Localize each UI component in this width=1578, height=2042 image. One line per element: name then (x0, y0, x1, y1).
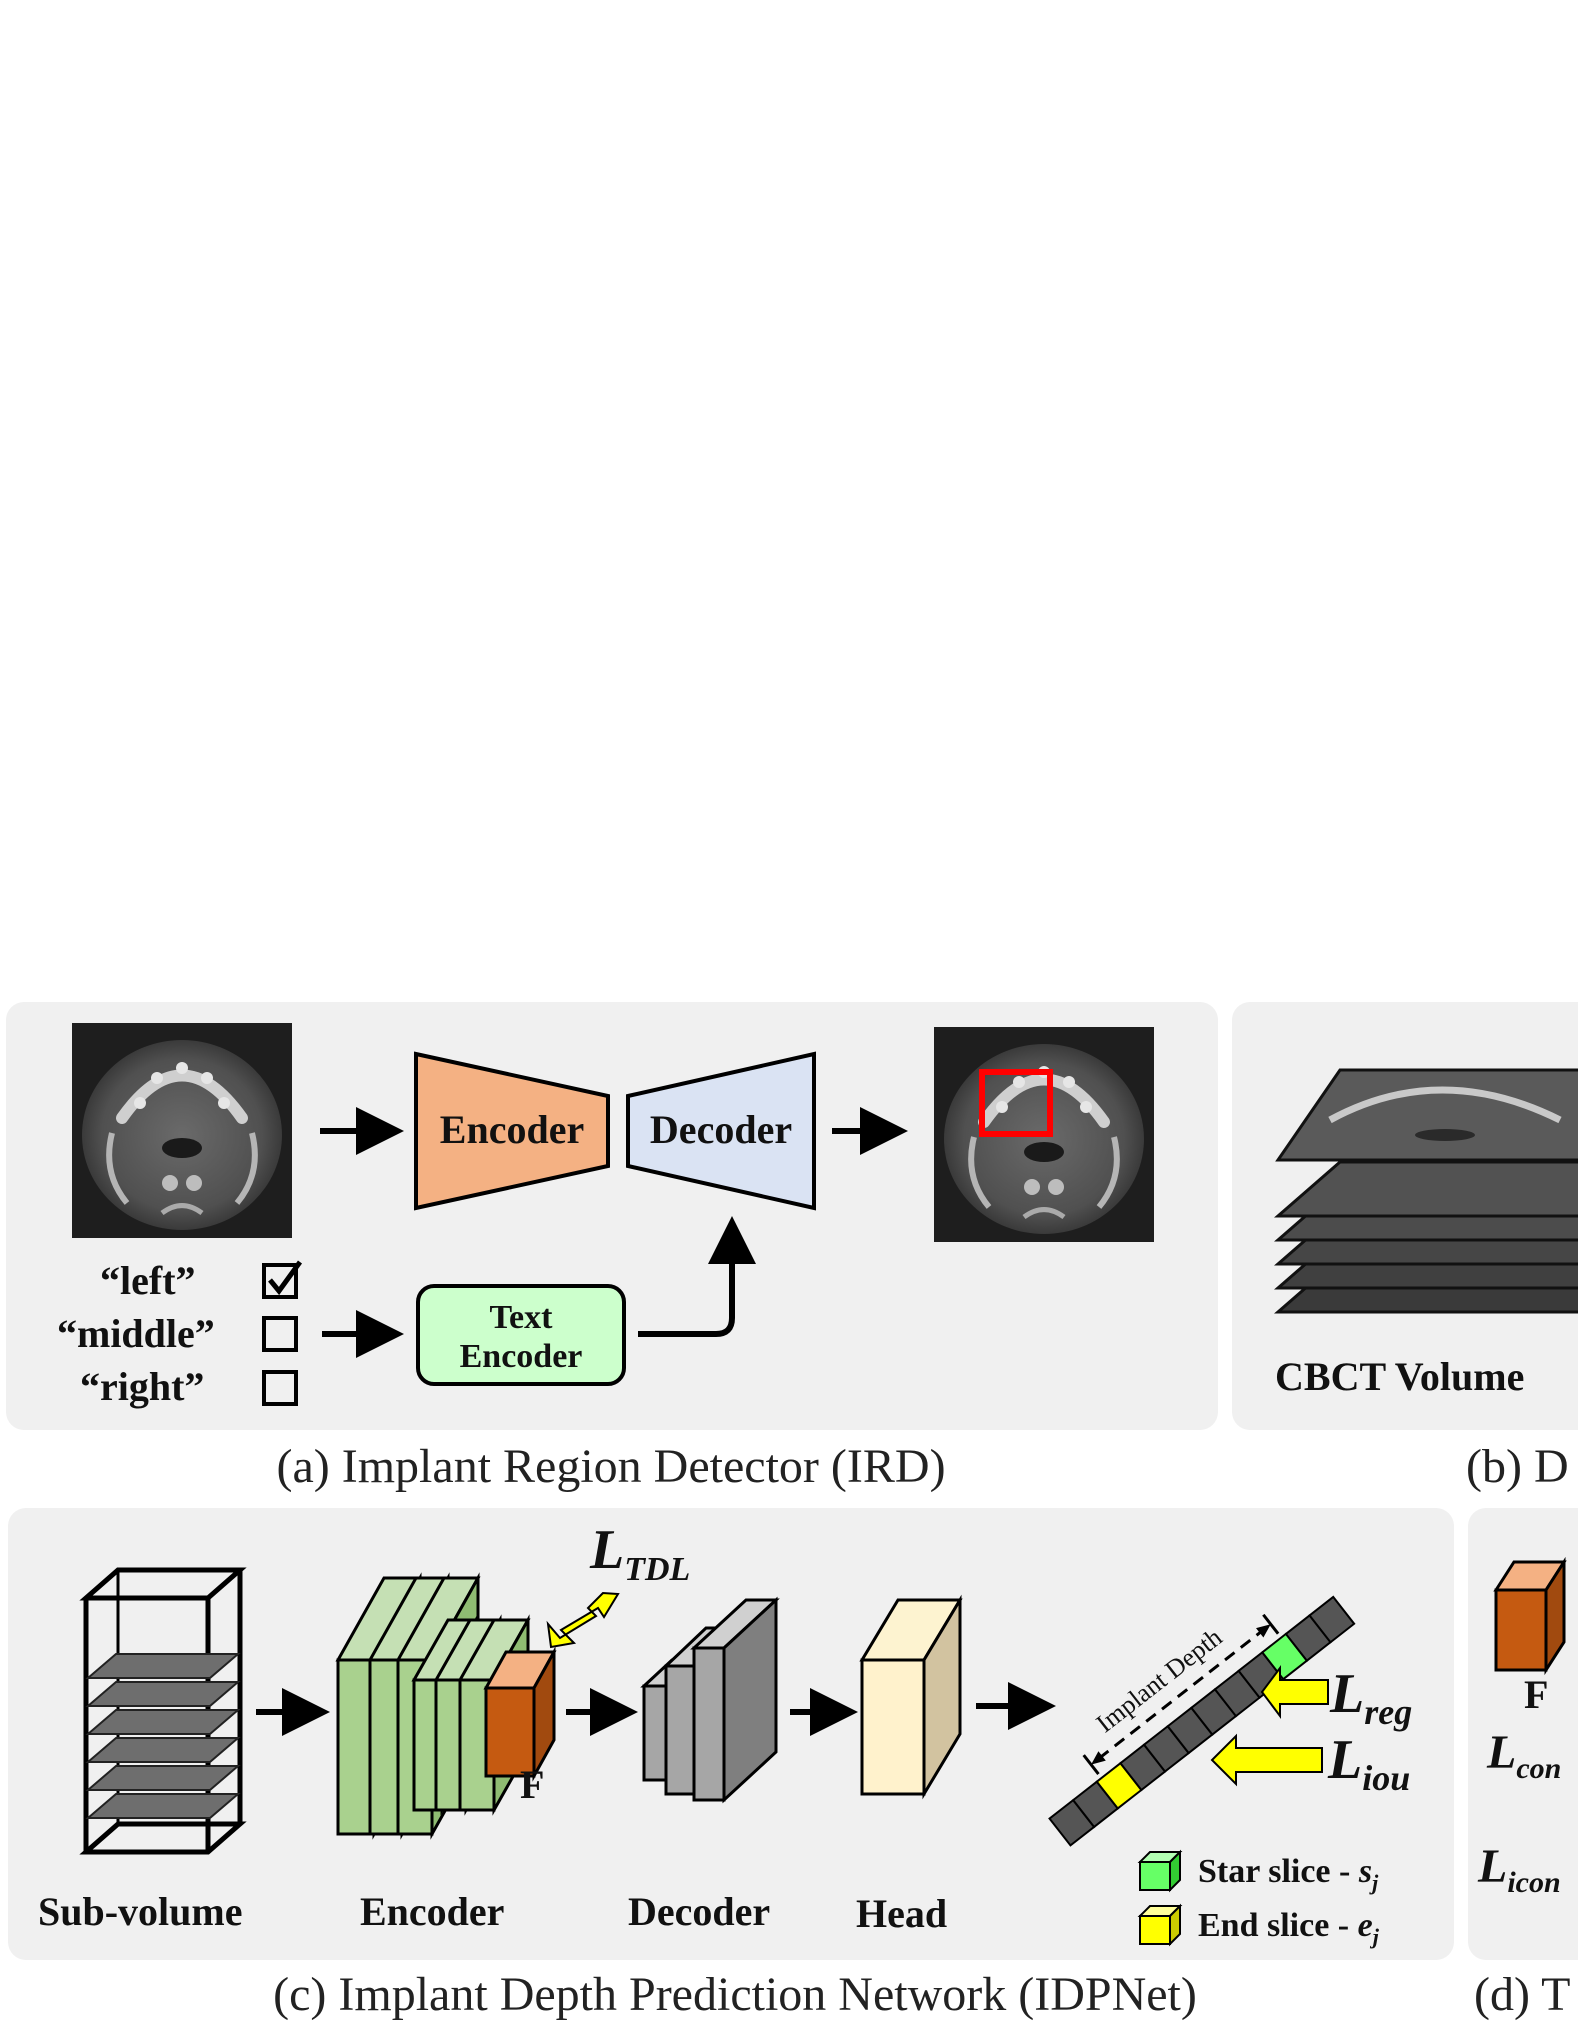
checkbox-middle[interactable] (262, 1316, 298, 1352)
caption-panel-a: (a) Implant Region Detector (IRD) (276, 1440, 945, 1493)
legend-start-slice: Star slice - sj (1137, 1849, 1379, 1895)
feature-block-f (483, 1646, 557, 1782)
text-encoder-label-line1: Text (490, 1299, 554, 1336)
caption-panel-b: (b) D (1466, 1440, 1569, 1493)
loss-tdl-label: LTDL (589, 1519, 690, 1588)
panel-a: “left” “middle” “right” Encoder Decoder … (6, 1002, 1218, 1430)
legend-end-slice: End slice - ej (1137, 1903, 1380, 1949)
cbct-volume-label: CBCT Volume (1275, 1354, 1524, 1399)
feature-label-d: F (1524, 1672, 1548, 1717)
implant-region-box (979, 1069, 1053, 1137)
text-encoder-block (416, 1284, 626, 1386)
option-middle: “middle” (57, 1311, 298, 1356)
decoder-stack (640, 1596, 780, 1804)
loss-icon-label: Licon (1477, 1840, 1561, 1899)
ct-input-image (72, 1023, 292, 1238)
feature-label: F (520, 1762, 544, 1807)
panel-c: Sub-volume (8, 1508, 1454, 1960)
panel-b: CBCT Volume (1232, 1002, 1578, 1430)
encoder-block (414, 1051, 610, 1211)
panel-a-background (6, 1002, 1218, 1430)
loss-reg-arrow (1260, 1665, 1329, 1719)
head-label: Head (856, 1891, 947, 1936)
decoder-layer (690, 1596, 780, 1804)
text-encoder-label-line2: Encoder (460, 1338, 583, 1375)
loss-con-label: Lcon (1486, 1726, 1561, 1785)
loss-tdl-arrow (546, 1591, 620, 1649)
subvolume-label: Sub-volume (38, 1889, 243, 1934)
panel-d: F Lcon Licon (1468, 1508, 1578, 1960)
feature-block-f-d (1493, 1556, 1567, 1676)
decoder-label: Decoder (650, 1107, 792, 1152)
checkbox-right[interactable] (262, 1370, 298, 1406)
option-left-label: “left” (100, 1258, 196, 1303)
encoder-stack (335, 1572, 557, 1840)
legend-start-label: Star slice - sj (1198, 1853, 1379, 1895)
caption-panel-d: (d) T (1474, 1968, 1570, 2021)
decoder-block (626, 1051, 816, 1211)
loss-iou-arrow (1210, 1733, 1323, 1787)
option-left: “left” (100, 1258, 303, 1303)
loss-reg-label: Lreg (1329, 1663, 1412, 1732)
subvolume-box (79, 1567, 247, 1855)
loss-iou-label: Liou (1327, 1729, 1410, 1798)
caption-panel-c: (c) Implant Depth Prediction Network (ID… (273, 1968, 1197, 2021)
option-middle-label: “middle” (57, 1311, 215, 1356)
encoder-label: Encoder (440, 1107, 584, 1152)
decoder-label-c: Decoder (628, 1889, 770, 1934)
option-right-label: “right” (80, 1364, 204, 1409)
cbct-slice-stack (1273, 1068, 1578, 1314)
legend-end-label: End slice - ej (1198, 1907, 1380, 1949)
checkmark-icon (268, 1260, 303, 1296)
ct-output-image (934, 1027, 1154, 1242)
arrow-text-encoder-to-decoder (638, 1216, 756, 1337)
implant-depth-arrow (1098, 1629, 1264, 1760)
encoder-label-c: Encoder (360, 1889, 504, 1934)
option-right: “right” (80, 1364, 298, 1409)
head-block (859, 1594, 963, 1800)
checkbox-left[interactable] (262, 1263, 298, 1299)
